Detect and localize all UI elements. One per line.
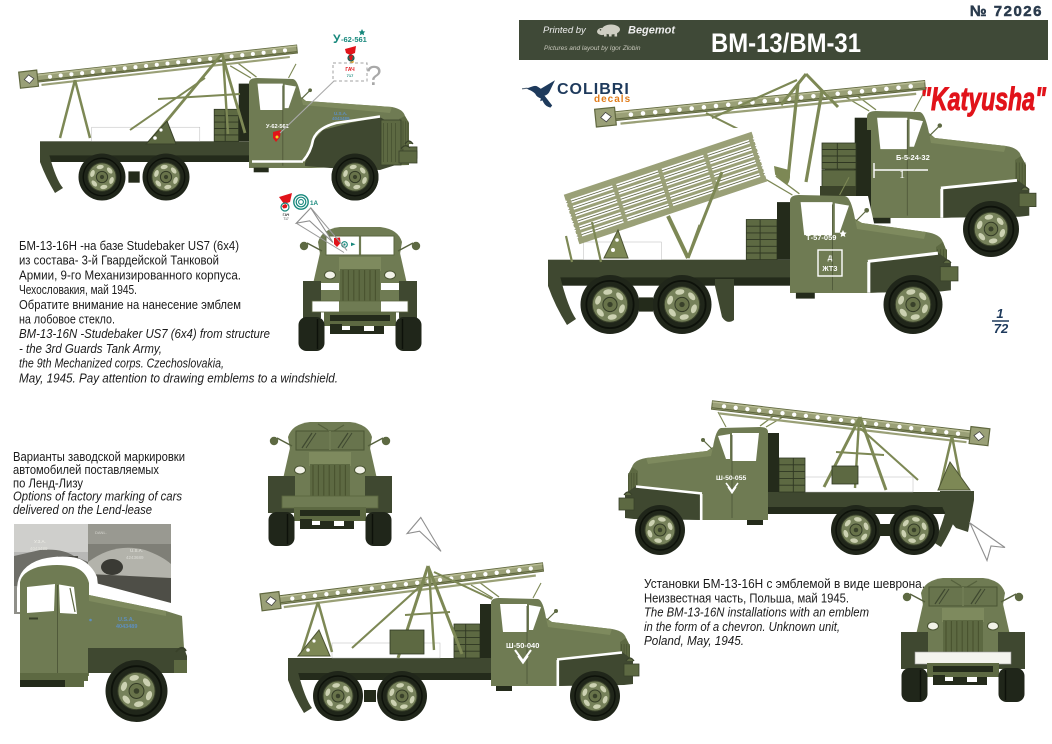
svg-text:из состава- 3-й Гвардейской Та: из состава- 3-й Гвардейской Танковой [19, 253, 219, 268]
svg-text:U.S.A.: U.S.A. [130, 548, 143, 553]
svg-text:Т-57-059: Т-57-059 [806, 233, 836, 242]
svg-text:U.S.A.: U.S.A. [334, 111, 347, 116]
svg-text:Установки БМ-13-16Н с эмблемой: Установки БМ-13-16Н с эмблемой в виде ше… [644, 576, 925, 591]
svg-text:БМ-13-16Н -на базе Studebaker: БМ-13-16Н -на базе Studebaker US7 (6x4) [19, 238, 239, 253]
svg-text:на лобовое стекло.: на лобовое стекло. [19, 312, 115, 327]
svg-text:May, 1945. Pay attention to dr: May, 1945. Pay attention to drawing embl… [19, 370, 338, 385]
svg-text:Чехословакия, май 1945.: Чехословакия, май 1945. [19, 282, 137, 297]
svg-text:- the 3rd Guards Tank Army,: - the 3rd Guards Tank Army, [19, 341, 162, 356]
svg-text:1: 1 [899, 167, 905, 181]
svg-text:DANL.: DANL. [95, 530, 107, 535]
svg-text:Poland, May, 1945.: Poland, May, 1945. [644, 633, 744, 648]
svg-text:Армии, 9-го Механизированного: Армии, 9-го Механизированного корпуса. [19, 267, 241, 282]
svg-text:?: ? [366, 60, 382, 91]
svg-text:Begemot: Begemot [628, 25, 676, 37]
svg-text:№ 72026: № 72026 [970, 3, 1043, 20]
svg-text:delivered on the Lend-lease: delivered on the Lend-lease [13, 503, 152, 517]
svg-text:Pictures and layout by Igor Zl: Pictures and layout by Igor Zlobin [544, 45, 641, 52]
svg-text:COLIBRI: COLIBRI [557, 81, 630, 98]
svg-text:Options of factory marking of: Options of factory marking of cars [13, 490, 183, 504]
svg-text:BM-13-16N -Studebaker US7 (6x4: BM-13-16N -Studebaker US7 (6x4) from str… [19, 326, 270, 341]
svg-text:Неизвестная часть, Польша, май: Неизвестная часть, Польша, май 1945. [644, 590, 849, 605]
svg-text:Варианты заводской маркировки: Варианты заводской маркировки [13, 450, 185, 464]
svg-text:У: У [333, 32, 341, 46]
svg-text:-62-561: -62-561 [341, 35, 367, 44]
svg-text:1: 1 [996, 306, 1003, 321]
svg-text:Ш-50-055: Ш-50-055 [716, 475, 746, 482]
svg-text:72: 72 [994, 321, 1009, 336]
svg-text:автомобилей поставляемых: автомобилей поставляемых [13, 463, 160, 477]
svg-text:ГАЧ: ГАЧ [345, 67, 355, 73]
svg-text:1А: 1А [310, 200, 319, 207]
svg-text:BM-13/BM-31: BM-13/BM-31 [711, 28, 861, 58]
svg-text:U.S.A.: U.S.A. [118, 617, 135, 623]
svg-text:ГАЧ: ГАЧ [283, 213, 290, 217]
svg-text:У.З.А.: У.З.А. [34, 539, 46, 544]
svg-text:The BM-13-16N installations wi: The BM-13-16N installations with an embl… [644, 605, 869, 620]
svg-text:У-62-561: У-62-561 [266, 124, 289, 130]
svg-text:Обратите внимание на нанесение: Обратите внимание на нанесение эмблем [19, 297, 241, 312]
svg-text:Д: Д [828, 255, 833, 262]
svg-text:717: 717 [347, 73, 354, 78]
svg-text:Б-5-24-32: Б-5-24-32 [896, 153, 930, 162]
svg-text:4043489: 4043489 [332, 116, 350, 121]
svg-text:4243689: 4243689 [126, 555, 144, 560]
svg-text:the 9th Mechanized corps. Czec: the 9th Mechanized corps. Czechoslovakia… [19, 356, 224, 371]
svg-text:decals: decals [594, 94, 631, 105]
svg-text:4043489: 4043489 [116, 624, 137, 630]
svg-text:ЖТЗ: ЖТЗ [821, 266, 838, 273]
svg-text:Ш-50-040: Ш-50-040 [506, 641, 539, 650]
svg-text:4043489: 4043489 [30, 546, 48, 551]
svg-text:"Katyusha": "Katyusha" [920, 81, 1047, 117]
svg-text:717: 717 [283, 217, 289, 221]
svg-text:Printed by: Printed by [543, 25, 587, 36]
svg-text:in the form of a chevron. Unkn: in the form of a chevron. Unknown unit, [644, 619, 840, 634]
svg-text:по Ленд-Лизу: по Ленд-Лизу [13, 476, 84, 490]
